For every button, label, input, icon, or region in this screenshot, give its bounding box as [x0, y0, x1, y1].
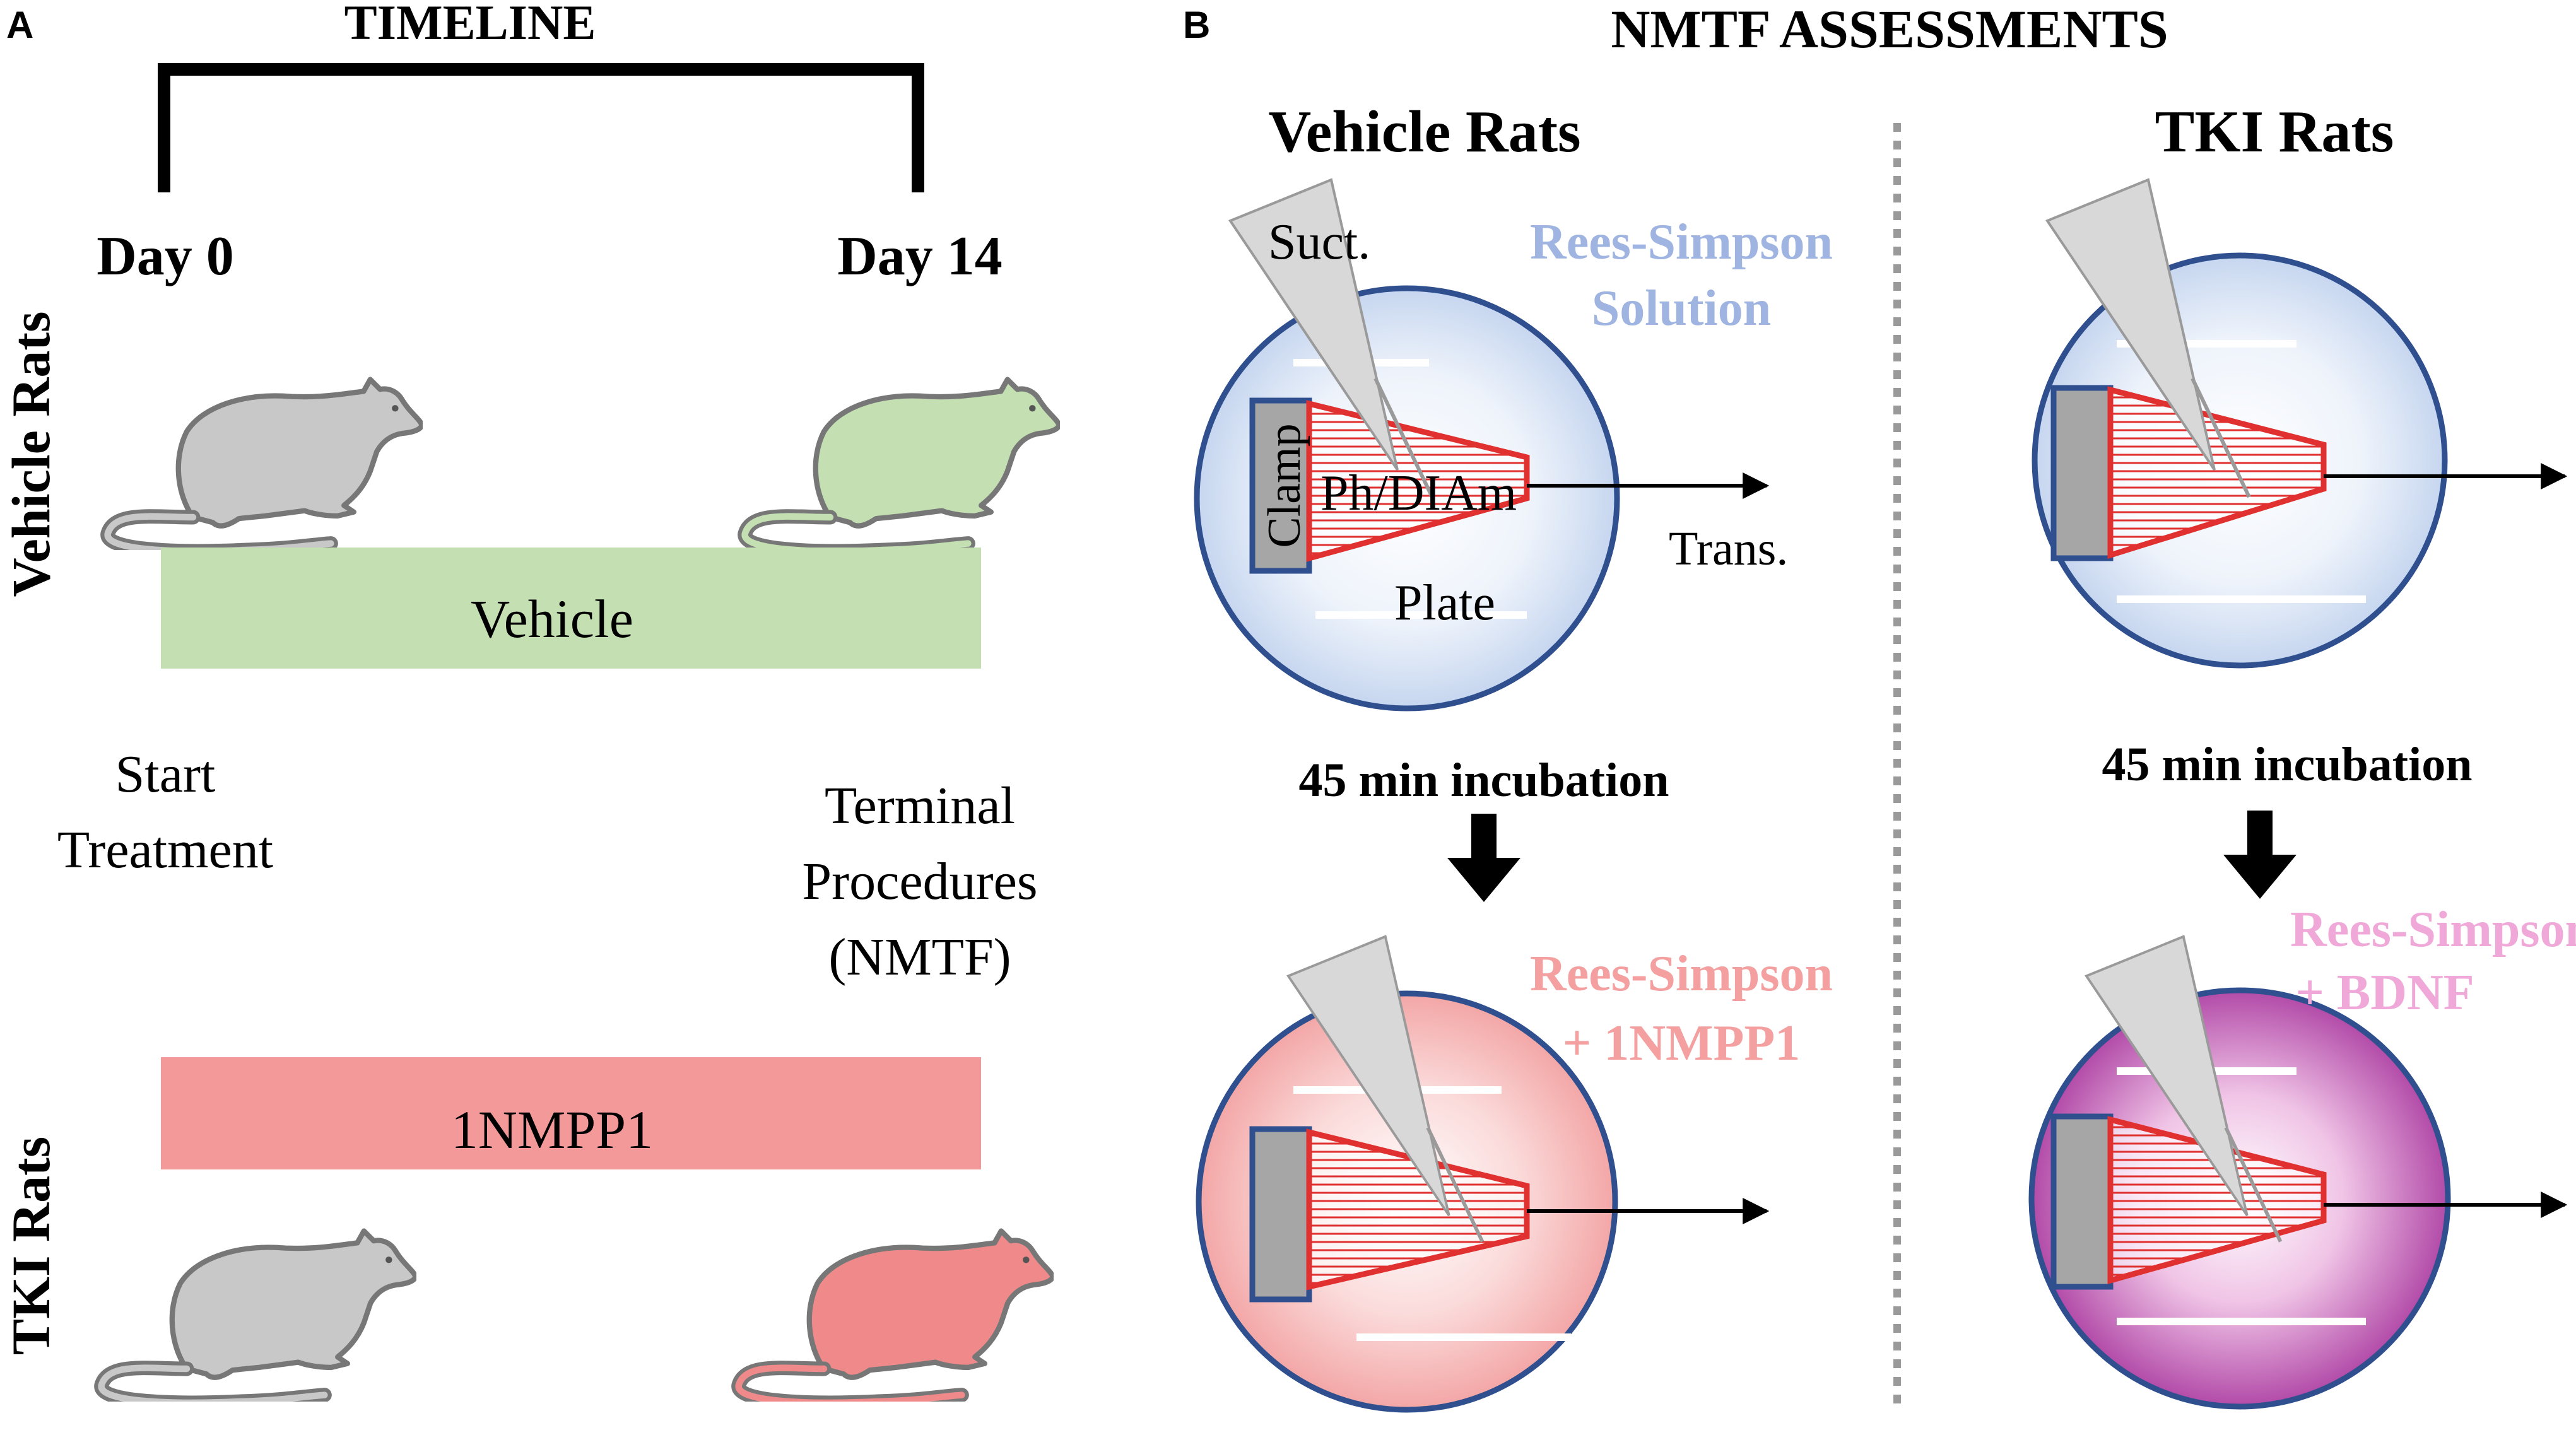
clamp-block: [2050, 1113, 2114, 1290]
nmpp1-solution-line1: Rees-Simpson: [1530, 946, 1833, 1002]
tki-treatment-bar: [161, 1057, 981, 1169]
muscle-strip: [2107, 386, 2327, 559]
nmpp1-solution-line2: + 1NMPP1: [1563, 1016, 1801, 1071]
vehicle-bath-bottom: [1196, 937, 1770, 1413]
clamp-block: [2050, 385, 2114, 561]
terminal-procedures-line1: Terminal: [825, 776, 1015, 835]
row-label-vehicle: Vehicle Rats: [1, 311, 61, 597]
tki-rats-heading: TKI Rats: [2155, 99, 2394, 165]
day-end-label: Day 14: [837, 226, 1003, 287]
start-treatment-line2: Treatment: [57, 821, 273, 879]
start-treatment-line1: Start: [115, 745, 216, 804]
rat-tki-day14-icon: [739, 1231, 1053, 1403]
clamp-block: [1249, 1126, 1312, 1303]
rat-tki-day0-icon: [102, 1231, 416, 1403]
vehicle-rats-heading: Vehicle Rats: [1268, 99, 1580, 165]
rat-vehicle-day0-icon: [108, 380, 422, 551]
day-start-label: Day 0: [97, 226, 234, 287]
tki-bar-label: 1NMPP1: [451, 1099, 653, 1160]
plate-label: Plate: [1394, 575, 1495, 631]
down-arrow-tki-icon: [2223, 811, 2297, 899]
terminal-procedures-line3: (NMTF): [828, 928, 1011, 987]
vehicle-bar-label: Vehicle: [471, 589, 633, 649]
muscle-strip: [2107, 1116, 2327, 1284]
row-label-tki: TKI Rats: [1, 1137, 61, 1355]
terminal-procedures-line2: Procedures: [802, 852, 1037, 911]
panel-a-letter: A: [6, 4, 33, 46]
bdnf-solution-line1: Rees-Simpson: [2290, 902, 2576, 958]
rat-vehicle-day14-icon: [745, 380, 1059, 551]
assessments-title: NMTF ASSESSMENTS: [1611, 0, 2168, 59]
down-arrow-vehicle-icon: [1447, 814, 1520, 902]
vehicle-bath-top: [1194, 180, 1770, 712]
clamp-label: Clamp: [1259, 423, 1310, 548]
timeline-title: TIMELINE: [344, 0, 596, 50]
tki-bath-bottom: [2028, 937, 2568, 1410]
solution-label-line1: Rees-Simpson: [1530, 214, 1833, 270]
timeline-bracket: [158, 63, 924, 192]
incubation-label-vehicle: 45 min incubation: [1298, 754, 1669, 807]
vehicle-treatment-bar: [161, 548, 981, 669]
solution-label-line2: Solution: [1592, 281, 1772, 336]
clamp-block: [1249, 397, 1312, 574]
bdnf-solution-line2: + BDNF: [2295, 965, 2474, 1021]
transducer-label: Trans.: [1669, 522, 1788, 575]
tki-bath-top: [2032, 180, 2568, 669]
panel-b-letter: B: [1183, 4, 1210, 46]
suction-label: Suct.: [1268, 214, 1370, 270]
muscle-strip: [1306, 400, 1530, 562]
incubation-label-tki: 45 min incubation: [2102, 738, 2472, 791]
muscle-strip: [1306, 1128, 1530, 1291]
muscle-label: Ph/DIAm: [1320, 466, 1517, 521]
